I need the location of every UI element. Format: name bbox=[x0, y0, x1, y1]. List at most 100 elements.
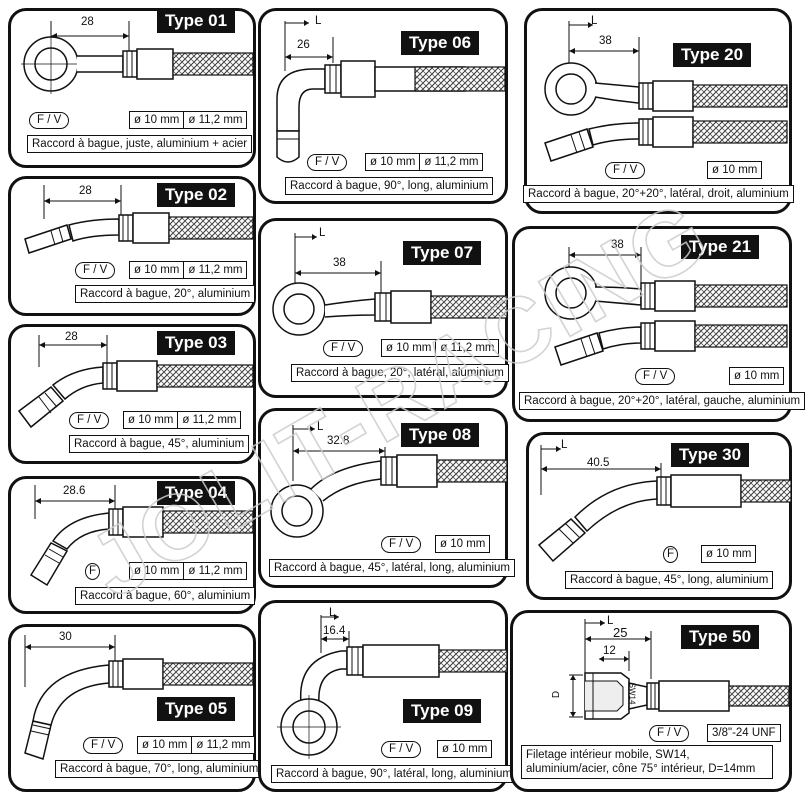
type-07-specs: ø 10 mm ø 11,2 mm bbox=[381, 339, 500, 357]
card-type-06: L Type 06 26 F / V ø 10 mm ø 11,2 mm Rac… bbox=[258, 8, 508, 204]
type-30-dimension: 40.5 bbox=[587, 457, 610, 469]
card-type-21: 38 Type 21 F / V ø 10 mm Raccord à bague… bbox=[512, 226, 805, 422]
type-50-title: Type 50 bbox=[681, 625, 760, 649]
type-01-description: Raccord à bague, juste, aluminium + acie… bbox=[27, 135, 253, 153]
card-type-08: Type 08 32.8 L F / V ø 10 mm Raccord à b… bbox=[258, 408, 516, 588]
type-05-description: Raccord à bague, 70°, long, aluminium bbox=[55, 760, 264, 778]
type-30-title: Type 30 bbox=[671, 443, 750, 467]
type-21-description: Raccord à bague, 20°+20°, latéral, gauch… bbox=[519, 392, 805, 410]
type-21-drawing bbox=[544, 247, 788, 366]
type-09-code: F / V bbox=[381, 741, 422, 758]
type-20-dimension: 38 bbox=[599, 35, 612, 47]
type-08-title: Type 08 bbox=[401, 423, 480, 447]
card-type-02: Type 02 28 F / V ø 10 mm ø 11,2 mm Racco… bbox=[8, 176, 256, 316]
type-50-hex-label: SW14 bbox=[627, 682, 637, 705]
type-07-diameter-11: ø 11,2 mm bbox=[436, 339, 500, 357]
type-08-code: F / V bbox=[381, 536, 422, 553]
type-03-description: Raccord à bague, 45°, aluminium bbox=[69, 435, 250, 453]
type-09-drawing bbox=[277, 614, 508, 759]
type-50-length-label: L bbox=[607, 615, 614, 627]
type-50-specs: 3/8"-24 UNF bbox=[707, 724, 781, 742]
type-07-description: Raccord à bague, 20°, latéral, aluminium bbox=[291, 364, 509, 382]
type-09-diameter-10: ø 10 mm bbox=[437, 740, 493, 758]
type-05-drawing bbox=[24, 635, 254, 760]
type-07-title: Type 07 bbox=[403, 241, 482, 265]
type-04-title: Type 04 bbox=[157, 481, 236, 505]
type-50-drawing bbox=[569, 619, 790, 720]
type-05-code: F / V bbox=[83, 737, 124, 754]
type-07-drawing bbox=[272, 233, 508, 336]
type-05-specs: ø 10 mm ø 11,2 mm bbox=[137, 736, 256, 754]
type-04-code: F bbox=[85, 563, 101, 580]
type-04-drawing bbox=[29, 485, 254, 587]
type-50-code: F / V bbox=[649, 725, 690, 742]
card-type-30: L 40.5 Type 30 F ø 10 mm Raccord à bague… bbox=[526, 432, 792, 600]
type-06-diameter-11: ø 11,2 mm bbox=[420, 153, 484, 171]
type-01-title: Type 01 bbox=[157, 9, 236, 33]
card-type-07: L Type 07 38 F / V ø 10 mm ø 11,2 mm Rac… bbox=[258, 218, 509, 398]
type-50-dimension-25: 25 bbox=[613, 625, 628, 640]
type-07-diameter-10: ø 10 mm bbox=[381, 339, 437, 357]
type-20-diameter-10: ø 10 mm bbox=[707, 161, 763, 179]
type-05-title: Type 05 bbox=[157, 697, 236, 721]
type-04-description: Raccord à bague, 60°, aluminium bbox=[75, 587, 256, 605]
type-01-dimension: 28 bbox=[81, 16, 94, 28]
type-20-drawing bbox=[544, 21, 788, 162]
type-08-dimension: 32.8 bbox=[327, 435, 350, 447]
type-02-description: Raccord à bague, 20°, aluminium bbox=[75, 285, 256, 303]
card-type-20: L 38 Type 20 F / V ø 10 mm Raccord à bag… bbox=[523, 8, 794, 214]
type-02-diameter-10: ø 10 mm bbox=[129, 261, 185, 279]
type-05-dimension: 30 bbox=[59, 631, 72, 643]
type-03-diameter-10: ø 10 mm bbox=[123, 411, 179, 429]
type-06-diameter-10: ø 10 mm bbox=[365, 153, 421, 171]
type-07-length-label: L bbox=[319, 227, 326, 239]
card-type-05: Type 05 30 F / V ø 10 mm ø 11,2 mm Racco… bbox=[8, 624, 264, 792]
type-01-code: F / V bbox=[29, 112, 70, 129]
type-08-description: Raccord à bague, 45°, latéral, long, alu… bbox=[269, 559, 516, 577]
type-08-drawing bbox=[270, 425, 508, 538]
type-06-dimension: 26 bbox=[297, 39, 310, 51]
type-09-title: Type 09 bbox=[403, 699, 482, 723]
card-type-50: L 25 12 D SW14 Type 50 F / V 3/8"-24 UNF… bbox=[510, 610, 792, 792]
type-50-thread: 3/8"-24 UNF bbox=[707, 724, 781, 742]
type-30-drawing bbox=[537, 445, 792, 563]
type-05-diameter-11: ø 11,2 mm bbox=[192, 736, 256, 754]
type-06-title: Type 06 bbox=[401, 31, 480, 55]
type-21-dimension: 38 bbox=[611, 239, 624, 251]
type-08-specs: ø 10 mm bbox=[435, 535, 491, 553]
type-09-description: Raccord à bague, 90°, latéral, long, alu… bbox=[271, 765, 518, 783]
type-21-specs: ø 10 mm bbox=[729, 367, 785, 385]
type-30-description: Raccord à bague, 45°, long, aluminium bbox=[565, 571, 774, 589]
type-06-description: Raccord à bague, 90°, long, aluminium bbox=[285, 177, 494, 195]
type-30-specs: ø 10 mm bbox=[701, 545, 757, 563]
type-06-drawing bbox=[276, 20, 506, 163]
type-21-title: Type 21 bbox=[681, 235, 760, 259]
type-02-specs: ø 10 mm ø 11,2 mm bbox=[129, 261, 248, 279]
type-04-specs: ø 10 mm ø 11,2 mm bbox=[129, 562, 248, 580]
card-type-04: Type 04 28.6 F ø 10 mm ø 11,2 mm Raccord… bbox=[8, 476, 256, 614]
type-20-description: Raccord à bague, 20°+20°, latéral, droit… bbox=[523, 185, 794, 203]
type-03-dimension: 28 bbox=[65, 331, 78, 343]
type-30-length-label: L bbox=[561, 439, 568, 451]
type-03-drawing bbox=[17, 335, 254, 429]
card-type-09: L 16.4 Type 09 F / V ø 10 mm Raccord à b… bbox=[258, 600, 518, 792]
type-30-code: F bbox=[663, 546, 679, 563]
type-20-title: Type 20 bbox=[673, 43, 752, 67]
type-03-diameter-11: ø 11,2 mm bbox=[178, 411, 242, 429]
type-09-dimension: 16.4 bbox=[323, 625, 346, 637]
type-50-description: Filetage intérieur mobile, SW14, alumini… bbox=[521, 745, 773, 779]
type-04-dimension: 28.6 bbox=[63, 485, 86, 497]
type-02-dimension: 28 bbox=[79, 185, 92, 197]
type-06-length-label: L bbox=[315, 15, 322, 27]
type-08-diameter-10: ø 10 mm bbox=[435, 535, 491, 553]
type-03-specs: ø 10 mm ø 11,2 mm bbox=[123, 411, 242, 429]
type-05-diameter-10: ø 10 mm bbox=[137, 736, 193, 754]
type-01-diameter-11: ø 11,2 mm bbox=[184, 111, 248, 129]
type-02-drawing bbox=[24, 185, 254, 254]
type-07-dimension: 38 bbox=[333, 257, 346, 269]
type-07-code: F / V bbox=[323, 340, 364, 357]
type-02-diameter-11: ø 11,2 mm bbox=[184, 261, 248, 279]
type-50-dimension-d: D bbox=[551, 690, 563, 699]
type-02-title: Type 02 bbox=[157, 183, 236, 207]
type-50-dimension-12: 12 bbox=[603, 645, 616, 657]
